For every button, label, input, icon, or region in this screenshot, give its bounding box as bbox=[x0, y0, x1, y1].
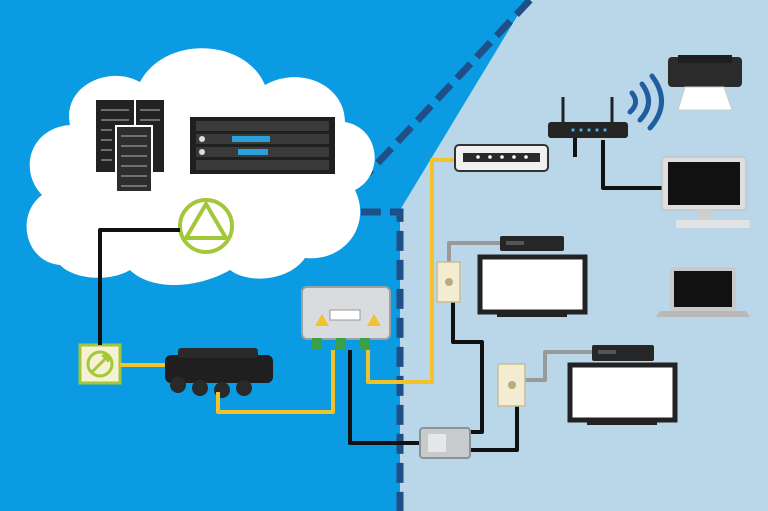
modem-icon bbox=[454, 144, 549, 172]
cable-box-icon bbox=[500, 236, 564, 251]
coax-tap-icon bbox=[165, 348, 273, 398]
cable-lines bbox=[98, 138, 664, 452]
cable-box-icon bbox=[592, 345, 654, 361]
tv-icon bbox=[477, 254, 588, 317]
coax-wall-plate-icon bbox=[497, 363, 526, 407]
ground-block-icon bbox=[301, 286, 391, 350]
tv-icon bbox=[567, 362, 678, 425]
monitor-icon bbox=[661, 156, 750, 228]
ethernet-line-splitter-to-plate2 bbox=[470, 405, 519, 452]
ethernet-line-splitter-to-plate1 bbox=[451, 290, 484, 434]
ethernet-line-node-to-box bbox=[98, 228, 180, 345]
fiber-box-icon bbox=[78, 343, 122, 385]
coax-line-plate1-to-box bbox=[447, 241, 500, 262]
wifi-signal-icon bbox=[627, 73, 664, 131]
server-rack-icon bbox=[96, 100, 164, 193]
router-icon bbox=[548, 97, 628, 138]
coax-line-block-to-modem bbox=[366, 158, 455, 384]
triangle-node-icon bbox=[178, 198, 234, 254]
ethernet-line-block-to-splitter bbox=[348, 350, 420, 445]
coax-line-plate2-to-box bbox=[512, 350, 592, 382]
coax-line-tap-to-block bbox=[216, 350, 335, 414]
network-boundary-line bbox=[323, 0, 533, 511]
coax-wall-plate-icon bbox=[436, 261, 461, 303]
ethernet-line-router-to-monitor bbox=[601, 140, 664, 190]
laptop-icon bbox=[656, 267, 750, 317]
printer-icon bbox=[668, 55, 742, 111]
rack-switch-icon bbox=[190, 117, 335, 174]
coax-splitter-icon bbox=[419, 427, 471, 459]
